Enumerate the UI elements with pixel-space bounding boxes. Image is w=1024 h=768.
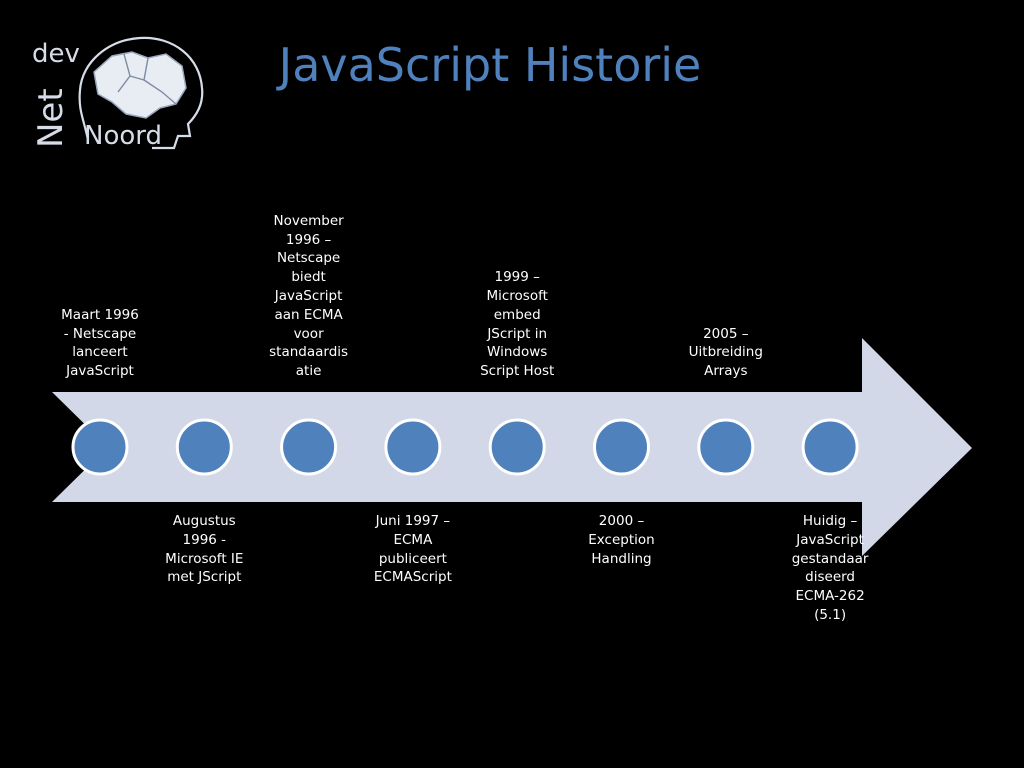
timeline-node (384, 418, 442, 476)
slide-title: JavaScript Historie (278, 38, 702, 92)
logo-text-noord: Noord (84, 121, 162, 150)
timeline-node (71, 418, 129, 476)
timeline-node (175, 418, 233, 476)
logo-text-dev: dev (32, 39, 80, 69)
timeline-event-label: Maart 1996 - Netscape lanceert JavaScrip… (61, 306, 139, 380)
timeline-event-label: November 1996 – Netscape biedt JavaScrip… (269, 212, 349, 380)
timeline-node (280, 418, 338, 476)
timeline-event-label: Augustus 1996 - Microsoft IE met JScript (165, 513, 244, 586)
timeline-node (488, 418, 546, 476)
map-shape (93, 51, 187, 119)
timeline-event-label: 2000 – Exception Handling (588, 513, 655, 567)
timeline-event-label: Juni 1997 – ECMA publiceert ECMAScript (373, 513, 452, 586)
timeline-node (697, 418, 755, 476)
logo-text-net: Net (31, 88, 71, 148)
timeline-node (593, 418, 650, 476)
timeline-event-label: 2005 – Uitbreiding Arrays (688, 325, 763, 380)
timeline-event-label: Huidig – JavaScript gestandaardiseerd EC… (791, 513, 869, 623)
timeline-event-label: 1999 – Microsoft embed JScript in Window… (480, 269, 555, 380)
timeline-node (801, 418, 859, 476)
devnet-noord-logo: dev Net Noord (31, 36, 204, 150)
head-outline (78, 36, 204, 150)
